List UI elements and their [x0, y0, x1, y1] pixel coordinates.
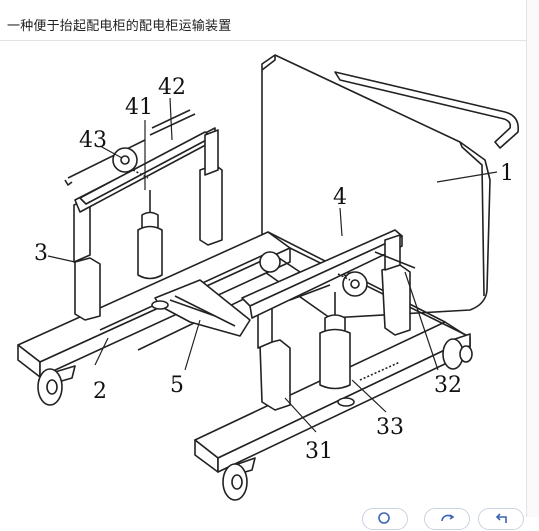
caster-wheels: [37, 251, 473, 501]
scrollbar-track[interactable]: [526, 0, 539, 517]
back-panel: [261, 54, 520, 319]
callout-43: 43: [79, 128, 107, 153]
undo-button[interactable]: [478, 508, 524, 530]
callout-31: 31: [305, 439, 333, 464]
callout-32: 32: [434, 373, 462, 398]
zoom-button[interactable]: [362, 508, 408, 530]
callout-labels: 1 2 3 4 5 31 32 33 41 42 43: [34, 75, 514, 464]
patent-figure: 1 2 3 4 5 31 32 33 41 42 43: [0, 41, 527, 517]
leader-lines: [47, 97, 498, 433]
callout-1: 1: [500, 161, 514, 186]
device-drawing: 1 2 3 4 5 31 32 33 41 42 43: [17, 54, 520, 501]
rotate-icon: [441, 514, 455, 522]
callout-2: 2: [93, 379, 107, 404]
search-icon: [378, 512, 390, 524]
callout-4: 4: [333, 185, 347, 210]
title-bar: 一种便于抬起配电柜的配电柜运输装置: [0, 0, 527, 41]
image-toolbar: [360, 500, 527, 530]
callout-33: 33: [376, 415, 404, 440]
page-title: 一种便于抬起配电柜的配电柜运输装置: [7, 19, 232, 34]
undo-icon: [495, 513, 507, 523]
rotate-button[interactable]: [424, 508, 470, 530]
lifting-plate: [151, 279, 251, 337]
callout-5: 5: [170, 373, 184, 398]
callout-41: 41: [125, 95, 153, 120]
right-lift-assembly: [241, 229, 416, 411]
callout-3: 3: [34, 241, 48, 266]
callout-42: 42: [158, 75, 186, 100]
